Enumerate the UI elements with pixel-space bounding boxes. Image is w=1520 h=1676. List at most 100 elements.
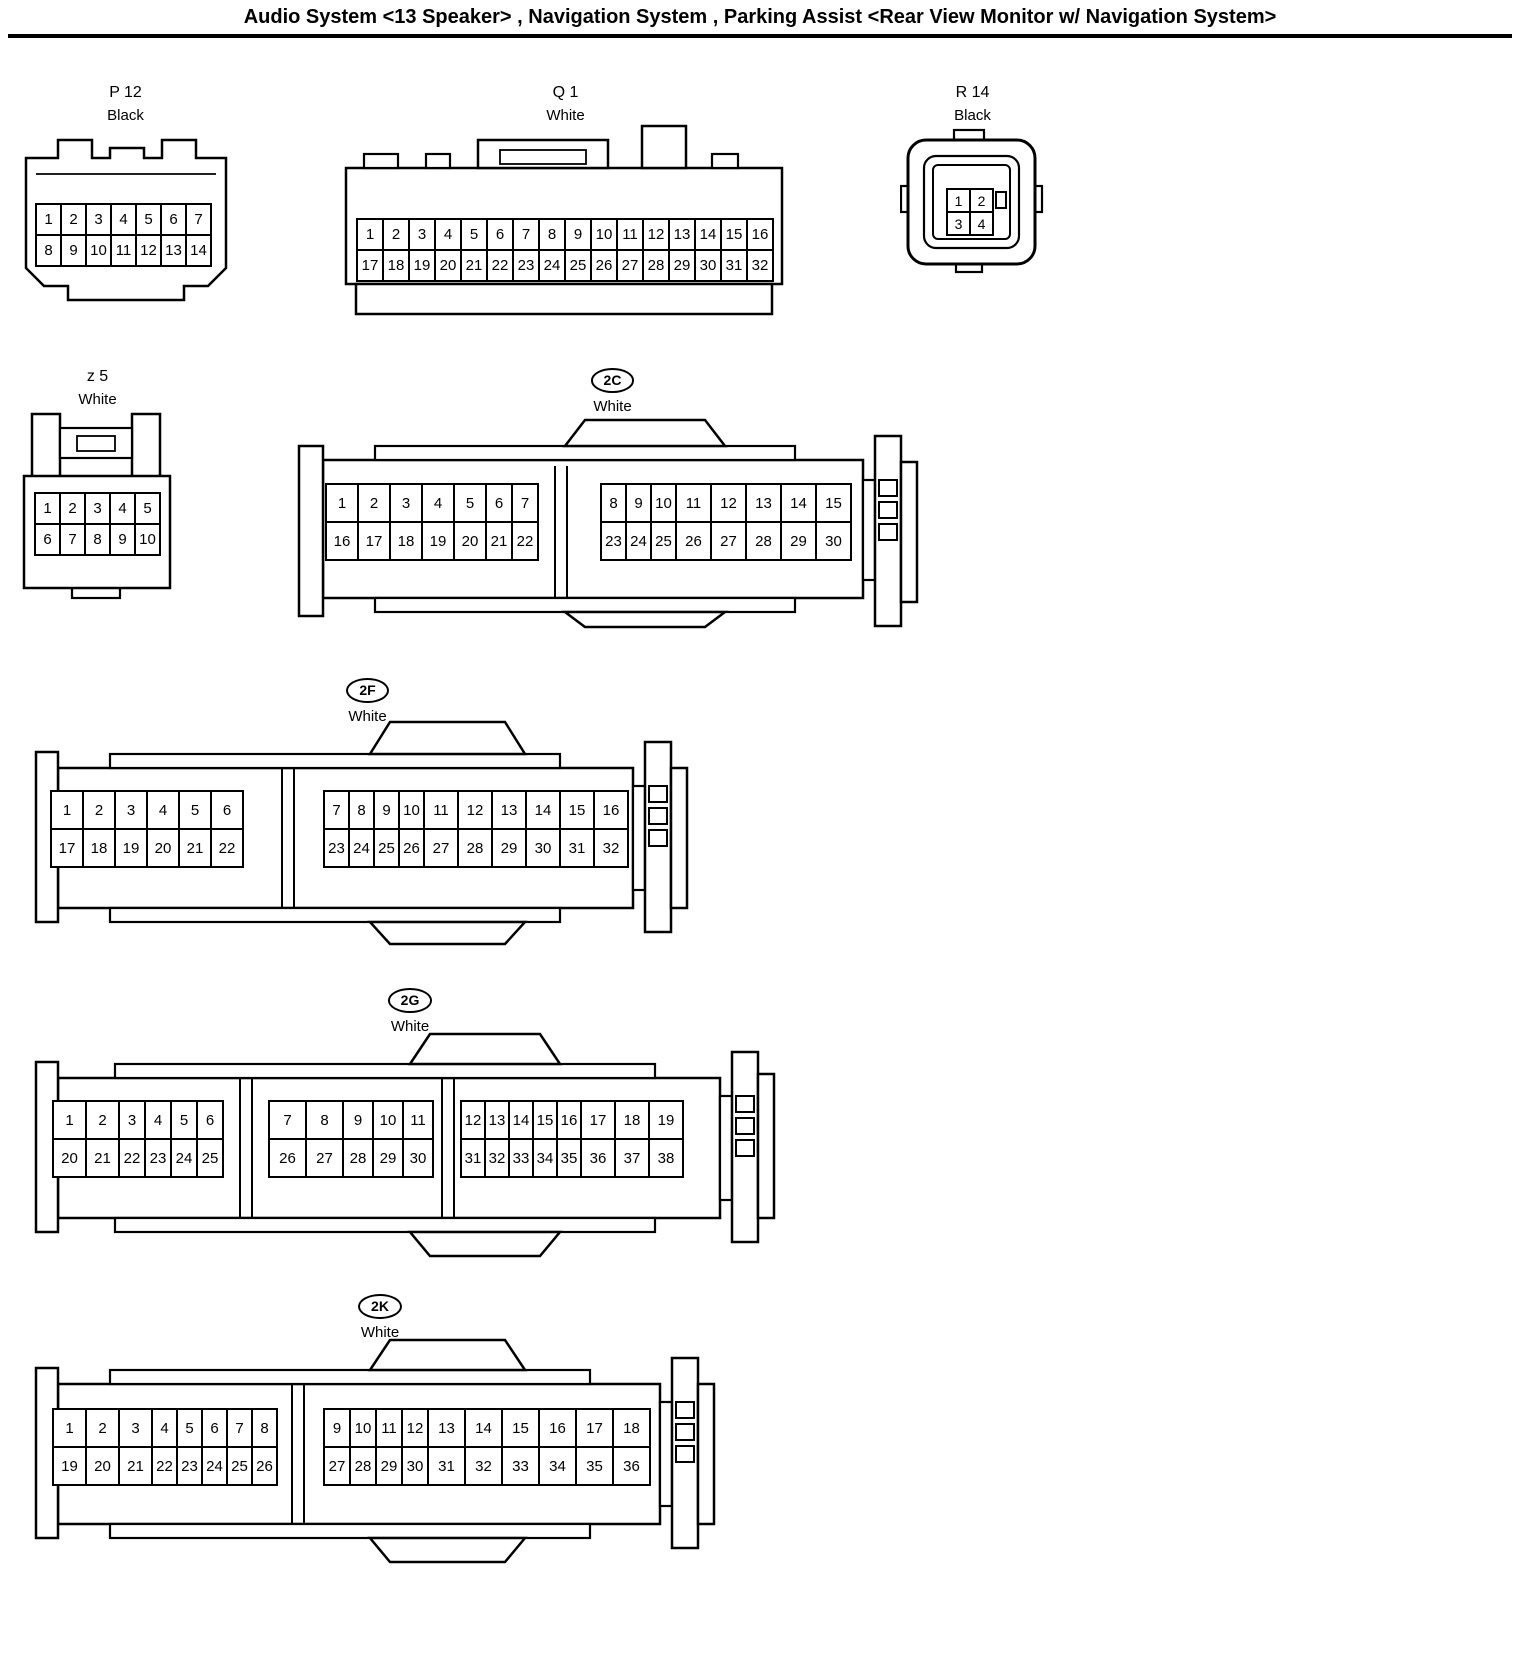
pin-11: 11	[423, 790, 459, 830]
page-title: Audio System <13 Speaker> , Navigation S…	[243, 6, 1277, 28]
pin-6: 6	[210, 790, 244, 830]
pin-8: 8	[35, 234, 62, 267]
connector-z5-header: z 5 White	[20, 368, 175, 408]
pin-20: 20	[146, 828, 180, 868]
pin-9: 9	[564, 218, 592, 251]
pin-27: 27	[710, 521, 747, 561]
pin-12: 12	[642, 218, 670, 251]
pin-19: 19	[52, 1446, 87, 1486]
pin-19: 19	[408, 249, 436, 282]
pin-1: 1	[34, 492, 61, 525]
pin-11: 11	[402, 1100, 434, 1140]
pin-18: 18	[389, 521, 423, 561]
pin-28: 28	[745, 521, 782, 561]
pin-8: 8	[600, 483, 627, 523]
pin-37: 37	[614, 1138, 650, 1178]
pin-3: 3	[114, 790, 148, 830]
pin-19: 19	[421, 521, 455, 561]
connector-q1-header: Q 1 White	[338, 84, 793, 124]
pin-17: 17	[356, 249, 384, 282]
pin-1: 1	[50, 790, 84, 830]
pin-13: 13	[427, 1408, 466, 1448]
pin-4: 4	[109, 492, 136, 525]
connector-2f-color: White	[348, 708, 387, 725]
pin-1: 1	[52, 1408, 87, 1448]
pin-31: 31	[720, 249, 748, 282]
pin-14: 14	[780, 483, 817, 523]
pin-2: 2	[60, 203, 87, 236]
pin-25: 25	[564, 249, 592, 282]
pin-14: 14	[525, 790, 561, 830]
pin-21: 21	[485, 521, 513, 561]
pin-4: 4	[969, 211, 994, 236]
pin-31: 31	[427, 1446, 466, 1486]
pin-15: 15	[501, 1408, 540, 1448]
pin-29: 29	[668, 249, 696, 282]
pin-3: 3	[118, 1408, 153, 1448]
pin-22: 22	[118, 1138, 146, 1178]
pin-18: 18	[614, 1100, 650, 1140]
connector-p12-label: P 12	[109, 84, 142, 101]
pin-7: 7	[512, 218, 540, 251]
pin-32: 32	[484, 1138, 510, 1178]
pin-11: 11	[616, 218, 644, 251]
pin-15: 15	[532, 1100, 558, 1140]
pin-2: 2	[382, 218, 410, 251]
pin-2: 2	[82, 790, 116, 830]
pin-31: 31	[460, 1138, 486, 1178]
title-rule	[8, 34, 1512, 38]
pin-12: 12	[460, 1100, 486, 1140]
pin-36: 36	[612, 1446, 651, 1486]
pin-5: 5	[134, 492, 161, 525]
pin-11: 11	[375, 1408, 403, 1448]
pin-26: 26	[675, 521, 712, 561]
pin-20: 20	[453, 521, 487, 561]
connector-2c-color: White	[593, 398, 632, 415]
pin-32: 32	[464, 1446, 503, 1486]
pin-18: 18	[612, 1408, 651, 1448]
pin-5: 5	[176, 1408, 203, 1448]
pin-12: 12	[710, 483, 747, 523]
pin-30: 30	[402, 1138, 434, 1178]
pin-24: 24	[170, 1138, 198, 1178]
pin-13: 13	[491, 790, 527, 830]
connector-2g-header: 2G White	[30, 988, 790, 1035]
pin-5: 5	[460, 218, 488, 251]
connector-z5-color: White	[78, 391, 117, 408]
pin-5: 5	[135, 203, 162, 236]
pin-29: 29	[372, 1138, 404, 1178]
pin-17: 17	[580, 1100, 616, 1140]
pin-6: 6	[34, 523, 61, 556]
pin-22: 22	[151, 1446, 178, 1486]
connector-r14-header: R 14 Black	[900, 84, 1045, 124]
pin-4: 4	[434, 218, 462, 251]
connector-2k-color: White	[360, 1324, 400, 1341]
pin-25: 25	[650, 521, 677, 561]
pin-15: 15	[559, 790, 595, 830]
pin-5: 5	[170, 1100, 198, 1140]
pin-8: 8	[84, 523, 111, 556]
pin-4: 4	[144, 1100, 172, 1140]
pin-34: 34	[538, 1446, 577, 1486]
pin-1: 1	[946, 188, 971, 213]
pin-9: 9	[342, 1100, 374, 1140]
pin-26: 26	[251, 1446, 278, 1486]
pin-9: 9	[625, 483, 652, 523]
pin-24: 24	[201, 1446, 228, 1486]
pin-11: 11	[110, 234, 137, 267]
pin-17: 17	[50, 828, 84, 868]
pin-26: 26	[398, 828, 425, 868]
pin-10: 10	[650, 483, 677, 523]
connector-2k-badge: 2K	[358, 1294, 402, 1319]
